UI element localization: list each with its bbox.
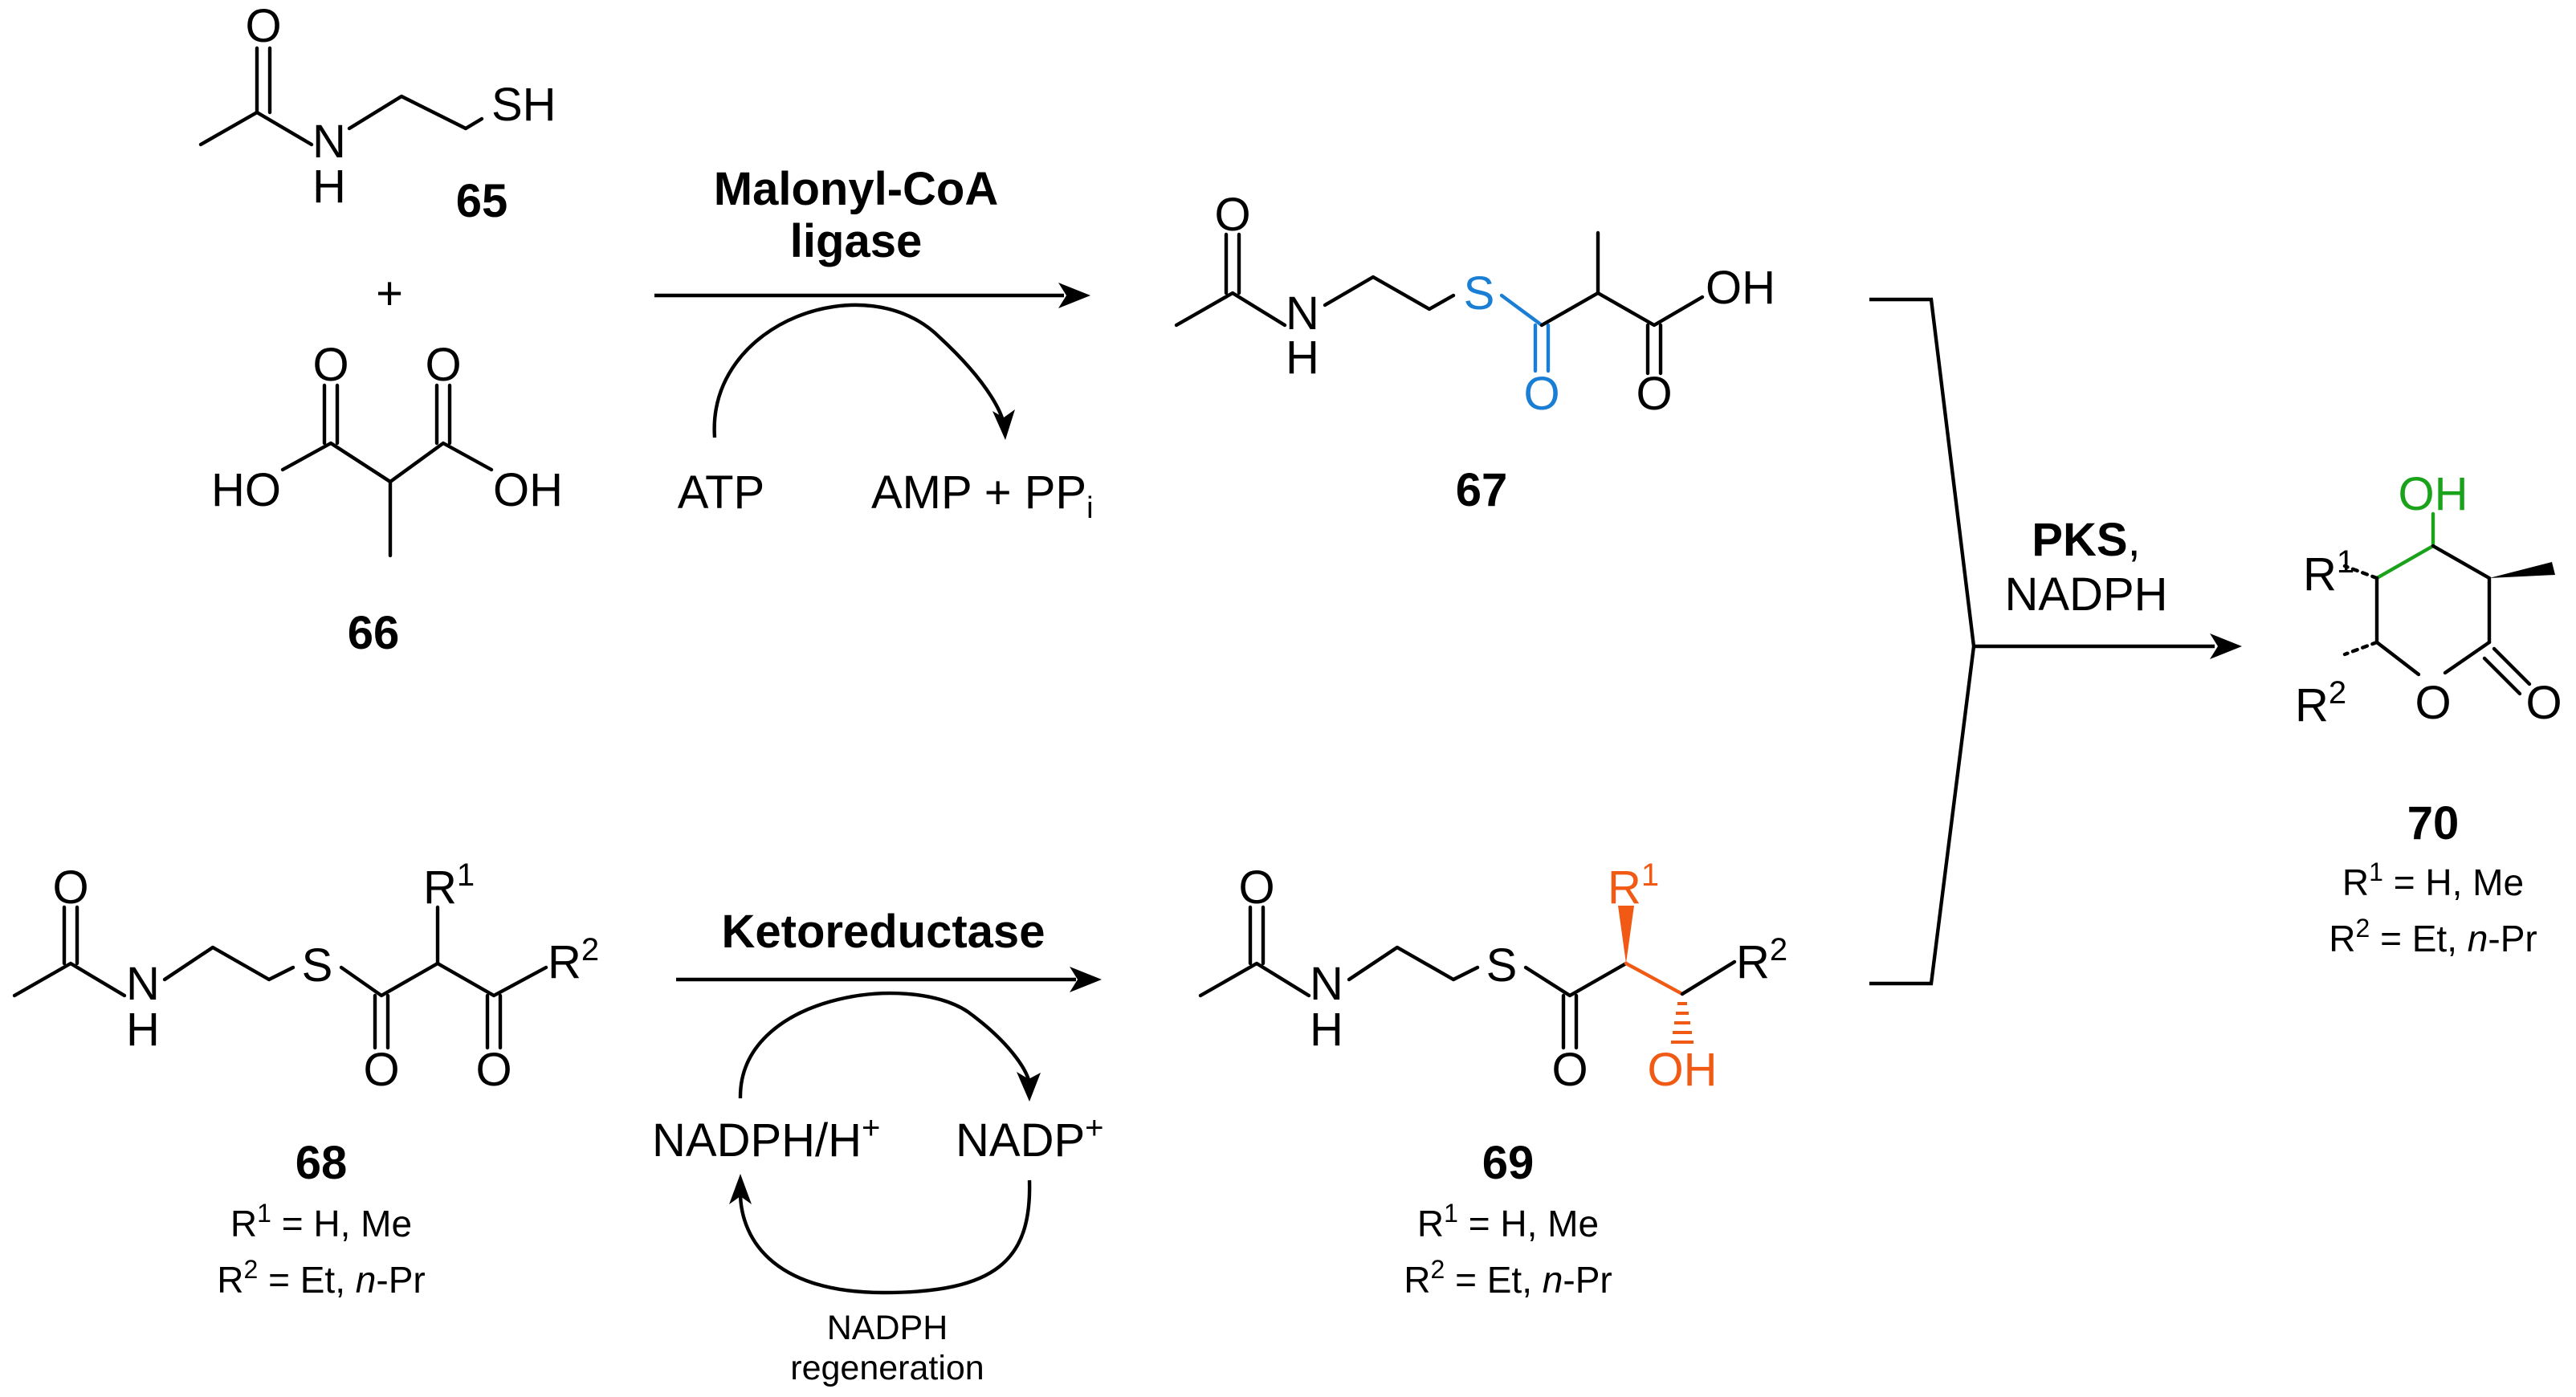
atom-o: O <box>1551 1044 1588 1096</box>
atom-n: N <box>1286 287 1319 340</box>
regen-label-line1: NADPH <box>827 1309 948 1347</box>
atom-r2: R2 <box>1736 932 1787 988</box>
atom-o-blue: O <box>1523 368 1559 420</box>
atom-ho: HO <box>211 464 281 516</box>
pks-bracket-arrow: PKS, NADPH <box>1869 297 2242 986</box>
atom-s: S <box>1486 939 1518 992</box>
atom-h: H <box>126 1004 160 1056</box>
compound-69-structure: O N H S O R1 R2 OH 69 R1 = H, Me R2 = Et… <box>1198 857 1787 1301</box>
atom-s-blue: S <box>1464 267 1495 320</box>
substituent-r2: R2 = Et, n-Pr <box>1404 1255 1612 1301</box>
atom-n: N <box>312 116 346 168</box>
cofactor-nadph: NADPH <box>2004 568 2167 621</box>
substituent-r2: R2 = Et, n-Pr <box>2329 914 2537 959</box>
atom-r2: R2 <box>548 932 599 988</box>
compound-68-structure: O N H S O O R1 R2 68 R1 = H, Me R2 = Et,… <box>12 857 599 1301</box>
atom-sh: SH <box>491 79 556 131</box>
cofactor-nadp: NADP+ <box>956 1110 1104 1167</box>
substituent-r1: R1 = H, Me <box>1417 1199 1599 1244</box>
compound-label-69: 69 <box>1482 1137 1535 1189</box>
atom-o: O <box>312 339 348 391</box>
compound-label-67: 67 <box>1456 464 1508 516</box>
atom-o: O <box>475 1044 512 1096</box>
atom-n: N <box>126 958 160 1010</box>
compound-65-structure: O N H SH 65 <box>198 0 556 227</box>
enzyme-ligase: ligase <box>790 215 922 267</box>
enzyme-ketoreductase: Ketoreductase <box>722 906 1045 958</box>
atom-oh-green: OH <box>2399 468 2468 520</box>
atom-oh-orange: OH <box>1648 1044 1718 1096</box>
compound-70-structure: OH R1 R2 O O 70 R1 = H, Me R2 = Et, n-Pr <box>2295 468 2562 959</box>
atom-o: O <box>52 861 88 914</box>
atom-h: H <box>312 161 346 213</box>
atom-n: N <box>1310 958 1343 1010</box>
atom-r2: R2 <box>2295 675 2346 731</box>
substituent-r1: R1 = H, Me <box>2342 857 2524 903</box>
atom-oh: OH <box>493 464 563 516</box>
step1-arrow: Malonyl-CoA ligase ATP AMP + PPi <box>654 163 1094 525</box>
atom-o: O <box>363 1044 399 1096</box>
atom-o-carbonyl: O <box>2525 677 2562 729</box>
cofactor-amp-ppi: AMP + PPi <box>871 466 1094 525</box>
atom-o: O <box>425 339 461 391</box>
cofactor-atp: ATP <box>678 466 765 519</box>
enzyme-malonyl-coa: Malonyl-CoA <box>714 163 998 215</box>
atom-o: O <box>1636 368 1672 420</box>
atom-oh: OH <box>1706 262 1775 314</box>
atom-r1: R1 <box>2303 544 2354 601</box>
regen-label-line2: regeneration <box>790 1349 984 1387</box>
atom-o: O <box>245 0 281 52</box>
atom-o: O <box>1238 861 1274 914</box>
plus-sign: + <box>376 267 403 320</box>
compound-67-structure: O N H S O OH O 67 <box>1174 189 1775 516</box>
atom-o: O <box>1214 189 1250 241</box>
compound-label-68: 68 <box>296 1137 348 1189</box>
atom-h: H <box>1286 332 1319 384</box>
compound-label-70: 70 <box>2407 797 2460 849</box>
step2-arrow: Ketoreductase NADPH/H+ NADP+ NADPH regen… <box>652 906 1104 1387</box>
atom-s: S <box>302 939 333 992</box>
substituent-r1: R1 = H, Me <box>230 1199 412 1244</box>
atom-r1: R1 <box>423 857 475 914</box>
atom-h: H <box>1310 1004 1343 1056</box>
compound-label-65: 65 <box>456 175 508 227</box>
cofactor-nadph-h: NADPH/H+ <box>652 1110 880 1167</box>
atom-r1-orange: R1 <box>1608 857 1659 914</box>
compound-label-66: 66 <box>348 607 400 659</box>
compound-66-structure: O O HO OH 66 <box>211 339 563 659</box>
atom-o-ring: O <box>2415 677 2451 729</box>
enzyme-pks: PKS, <box>2032 514 2140 566</box>
substituent-r2: R2 = Et, n-Pr <box>217 1255 425 1301</box>
